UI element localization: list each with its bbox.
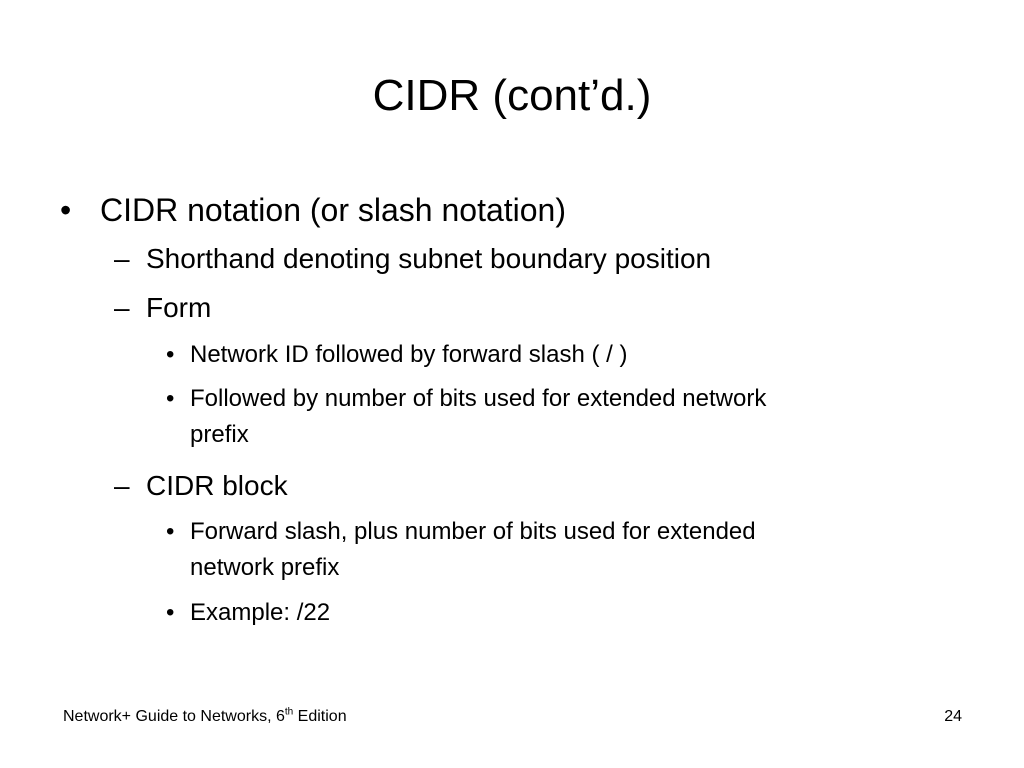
dash-marker: – <box>114 470 130 501</box>
footer-book-suffix: Edition <box>293 708 347 725</box>
subsubbullet-text-line-2: network prefix <box>190 554 340 581</box>
footer-book-title: Network+ Guide to Networks, 6th Edition <box>63 705 347 729</box>
bullet-marker: • <box>166 599 175 626</box>
subsubbullet-forward-slash: • Forward slash, plus number of bits use… <box>166 515 756 585</box>
slide-title: CIDR (cont’d.) <box>372 71 652 120</box>
subbullet-shorthand: – Shorthand denoting subnet boundary pos… <box>114 241 712 277</box>
dash-marker: – <box>114 292 130 323</box>
bullet-marker: • <box>166 341 175 368</box>
bullet-marker: • <box>166 385 175 412</box>
footer-book-superscript: th <box>284 706 294 718</box>
subsubbullet-example: • Example: /22 <box>166 596 331 630</box>
subsubbullet-network-id: • Network ID followed by forward slash (… <box>166 338 628 372</box>
subbullet-text: Shorthand denoting subnet boundary posit… <box>146 243 712 274</box>
page-number: 24 <box>944 708 962 725</box>
subbullet-cidr-block: – CIDR block <box>114 468 288 504</box>
bullet-marker: • <box>166 518 175 545</box>
subsubbullet-text: Network ID followed by forward slash ( /… <box>190 341 628 368</box>
bullet-cidr-notation: • CIDR notation (or slash notation) <box>60 190 566 230</box>
subsubbullet-followed-by: • Followed by number of bits used for ex… <box>166 382 767 452</box>
subbullet-text: Form <box>146 292 212 323</box>
subbullet-text: CIDR block <box>146 470 288 501</box>
subsubbullet-text-line-1: Forward slash, plus number of bits used … <box>190 518 756 545</box>
slide-body: • CIDR notation (or slash notation) – Sh… <box>60 190 767 630</box>
subsubbullet-text-line-2: prefix <box>190 421 249 448</box>
subbullet-form: – Form <box>114 290 212 326</box>
bullet-marker: • <box>60 192 72 228</box>
bullet-text: CIDR notation (or slash notation) <box>100 192 566 228</box>
subsubbullet-text-line-1: Followed by number of bits used for exte… <box>190 385 767 412</box>
subsubbullet-text: Example: /22 <box>190 599 331 626</box>
footer-book-prefix: Network+ Guide to Networks, 6 <box>63 708 285 725</box>
dash-marker: – <box>114 243 130 274</box>
